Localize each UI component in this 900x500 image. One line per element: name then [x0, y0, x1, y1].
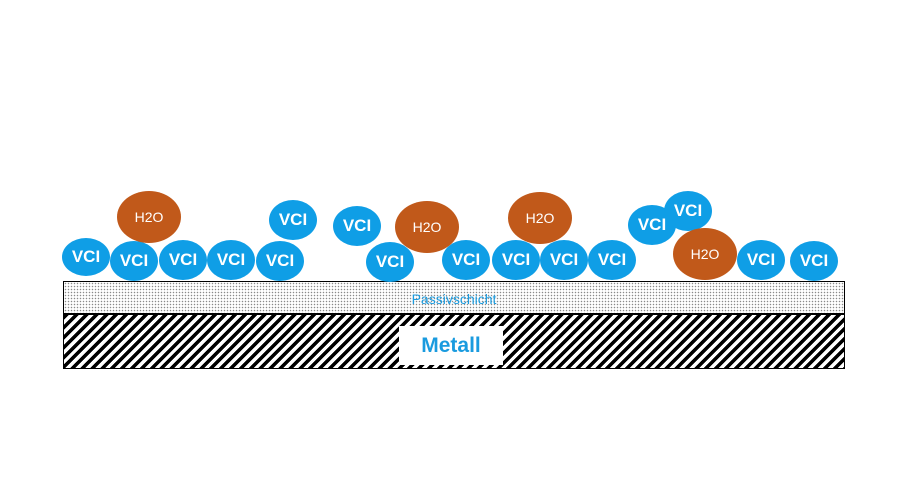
vci-molecule: VCI [737, 240, 785, 280]
vci-molecule: VCI [366, 242, 414, 282]
vci-molecule: VCI [492, 240, 540, 280]
water-label: H2O [525, 210, 555, 226]
vci-label: VCI [673, 201, 703, 220]
passive-layer: Passivschicht [63, 281, 845, 314]
vci-label: VCI [799, 251, 829, 270]
vci-label: VCI [265, 251, 295, 270]
vci-molecule: VCI [790, 241, 838, 281]
metal-label-box: Metall [399, 326, 503, 365]
vci-label: VCI [71, 247, 101, 266]
metal-label: Metall [421, 333, 481, 357]
water-molecule: H2O [395, 201, 459, 253]
vci-label: VCI [746, 250, 776, 269]
vci-molecule: VCI [256, 241, 304, 281]
vci-molecule: VCI [159, 240, 207, 280]
vci-label: VCI [119, 251, 149, 270]
vci-molecule: VCI [540, 240, 588, 280]
vci-label: VCI [501, 250, 531, 269]
vci-label: VCI [597, 250, 627, 269]
vci-label: VCI [168, 250, 198, 269]
water-label: H2O [690, 246, 720, 262]
vci-molecule: VCI [333, 206, 381, 246]
vci-label: VCI [278, 210, 308, 229]
vci-label: VCI [451, 250, 481, 269]
vci-label: VCI [637, 215, 667, 234]
vci-molecule: VCI [588, 240, 636, 280]
vci-label: VCI [375, 252, 405, 271]
vci-molecule: VCI [110, 241, 158, 281]
vci-label: VCI [216, 250, 246, 269]
water-molecule: H2O [673, 228, 737, 280]
vci-label: VCI [549, 250, 579, 269]
vci-molecule: VCI [62, 238, 110, 276]
water-molecule: H2O [117, 191, 181, 243]
vci-label: VCI [342, 216, 372, 235]
vci-molecule: VCI [269, 200, 317, 240]
vci-molecule: VCI [664, 191, 712, 231]
vci-molecule: VCI [442, 240, 490, 280]
passive-layer-label: Passivschicht [411, 291, 497, 307]
water-molecule: H2O [508, 192, 572, 244]
metal-layer: Metall [63, 314, 845, 369]
water-label: H2O [412, 219, 442, 235]
vci-molecule: VCI [207, 240, 255, 280]
water-label: H2O [134, 209, 164, 225]
